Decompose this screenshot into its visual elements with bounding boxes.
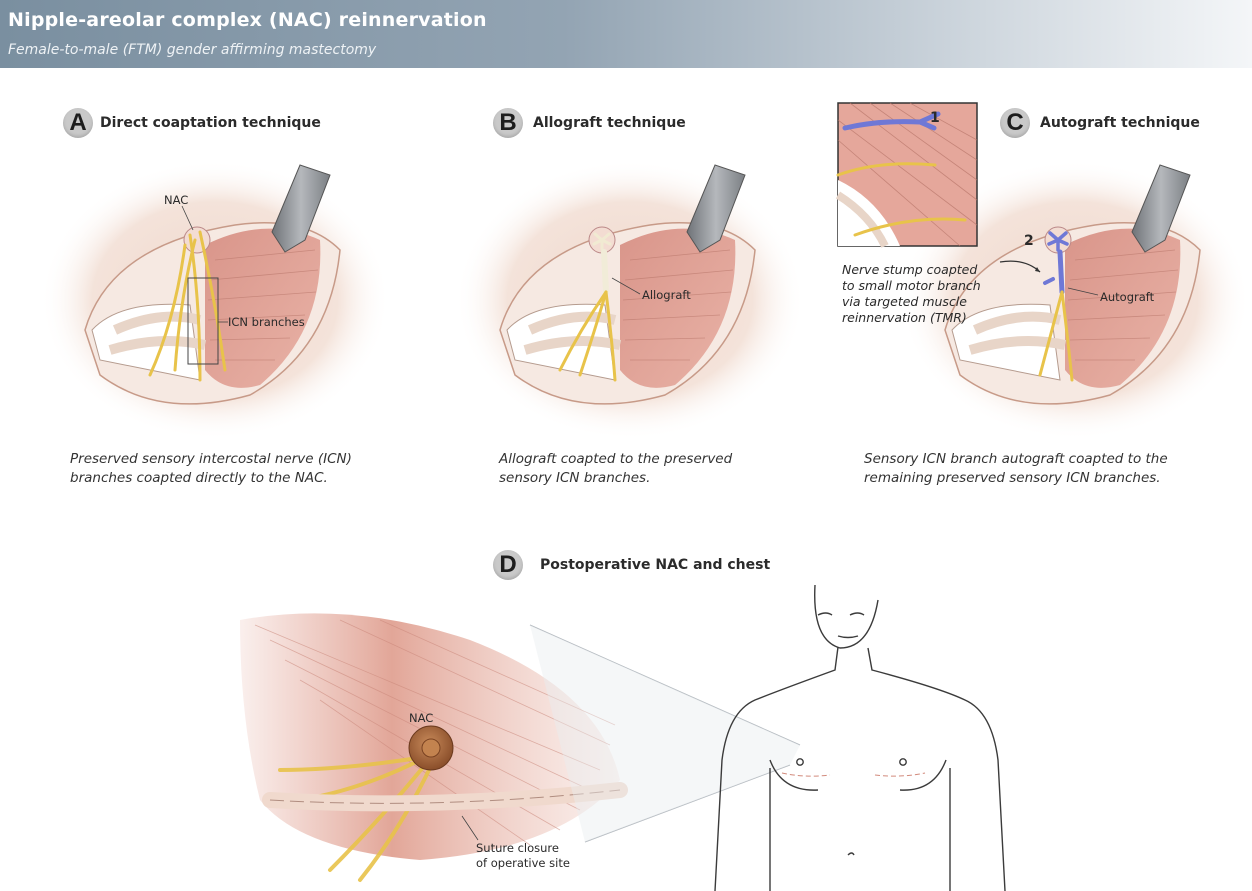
panel-c-inset-number: 1: [930, 110, 940, 126]
panel-b-illustration: [455, 160, 805, 440]
panel-b-caption-line1: Allograft coapted to the preserved: [499, 450, 732, 469]
panel-a-caption: Preserved sensory intercostal nerve (ICN…: [70, 450, 352, 488]
panel-d-closeup: [240, 613, 800, 880]
panel-d-suture-line2: of operative site: [476, 856, 570, 871]
panel-c-title: Autograft technique: [1040, 115, 1200, 131]
panel-c-autograft-label: Autograft: [1100, 290, 1154, 304]
panel-c-stump-line2: to small motor branch: [842, 278, 1002, 294]
panel-b-allograft-label: Allograft: [642, 288, 691, 302]
panel-a-icn-label: ICN branches: [228, 315, 305, 329]
panel-c-caption-line1: Sensory ICN branch autograft coapted to …: [864, 450, 1168, 469]
panel-a-nac-label: NAC: [164, 193, 188, 207]
panel-c-stump-line1: Nerve stump coapted: [842, 262, 1002, 278]
panel-c-stump-label: Nerve stump coapted to small motor branc…: [842, 262, 1002, 326]
panel-c-number-2: 2: [1024, 233, 1034, 249]
panel-d-title: Postoperative NAC and chest: [540, 557, 770, 573]
panel-a-title: Direct coaptation technique: [100, 115, 321, 131]
panel-a-caption-line1: Preserved sensory intercostal nerve (ICN…: [70, 450, 352, 469]
panel-d-suture-line1: Suture closure: [476, 841, 570, 856]
panel-a-illustration: [40, 160, 390, 440]
panel-d-badge: D: [493, 550, 523, 580]
panel-c-stump-line4: reinnervation (TMR): [842, 310, 1002, 326]
panel-c-caption-line2: remaining preserved sensory ICN branches…: [864, 469, 1168, 488]
panel-c-badge: C: [1000, 108, 1030, 138]
panel-c-inset: [838, 103, 977, 246]
panel-b-caption-line2: sensory ICN branches.: [499, 469, 732, 488]
panel-c-caption: Sensory ICN branch autograft coapted to …: [864, 450, 1168, 488]
panel-b-caption: Allograft coapted to the preserved senso…: [499, 450, 732, 488]
panel-d-nac-label: NAC: [409, 711, 433, 725]
panel-d-suture-label: Suture closure of operative site: [476, 841, 570, 871]
panel-a-caption-line2: branches coapted directly to the NAC.: [70, 469, 352, 488]
panel-b-title: Allograft technique: [533, 115, 686, 131]
panel-c-stump-line3: via targeted muscle: [842, 294, 1002, 310]
panel-a-badge: A: [63, 108, 93, 138]
panel-b-badge: B: [493, 108, 523, 138]
